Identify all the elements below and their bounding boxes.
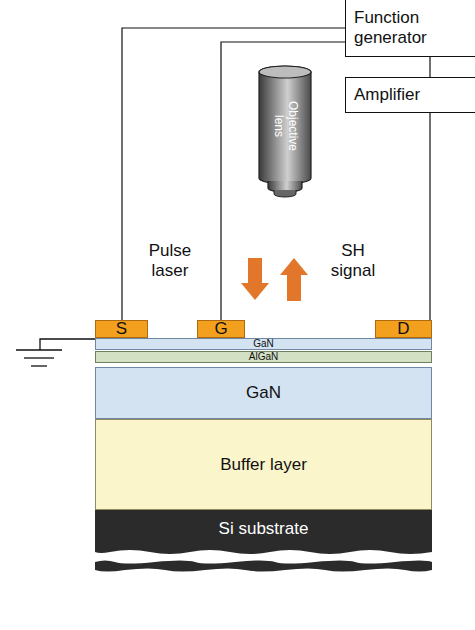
instrument-box: Function generator	[345, 0, 475, 57]
node-text: Function generator	[354, 8, 464, 47]
gate-pad: G	[197, 320, 245, 338]
source-pad: S	[95, 320, 148, 338]
si-substrate: Si substrate	[95, 510, 432, 547]
gan-layer: GaN	[95, 367, 432, 419]
objective-lens: Objective lens	[258, 72, 312, 180]
wire	[122, 28, 345, 320]
signal-label: SH signal	[318, 241, 388, 280]
node-text: AlGaN	[249, 351, 278, 363]
wire	[429, 57, 430, 77]
drain-pad: D	[375, 320, 432, 338]
algan-layer: AlGaN	[95, 351, 432, 363]
wire	[221, 42, 345, 320]
node-text: Si substrate	[219, 519, 309, 539]
substrate-break	[95, 546, 432, 554]
ground-symbol	[16, 339, 95, 366]
sh-arrow	[280, 258, 308, 301]
wire	[429, 113, 430, 320]
instrument-box: Amplifier	[345, 77, 475, 113]
laser-arrow	[241, 258, 269, 300]
gan-cap-layer: GaN	[95, 338, 432, 350]
node-text: GaN	[253, 338, 274, 350]
node-text: Amplifier	[354, 85, 420, 105]
laser-label: Pulse laser	[130, 241, 210, 280]
node-text: S	[116, 319, 127, 339]
node-text: Objective lens	[271, 95, 299, 157]
node-text: G	[214, 319, 227, 339]
node-text: GaN	[246, 383, 281, 403]
node-text: D	[397, 319, 409, 339]
substrate-break	[95, 561, 432, 572]
node-text: Buffer layer	[220, 455, 307, 475]
buffer-layer: Buffer layer	[95, 419, 432, 510]
